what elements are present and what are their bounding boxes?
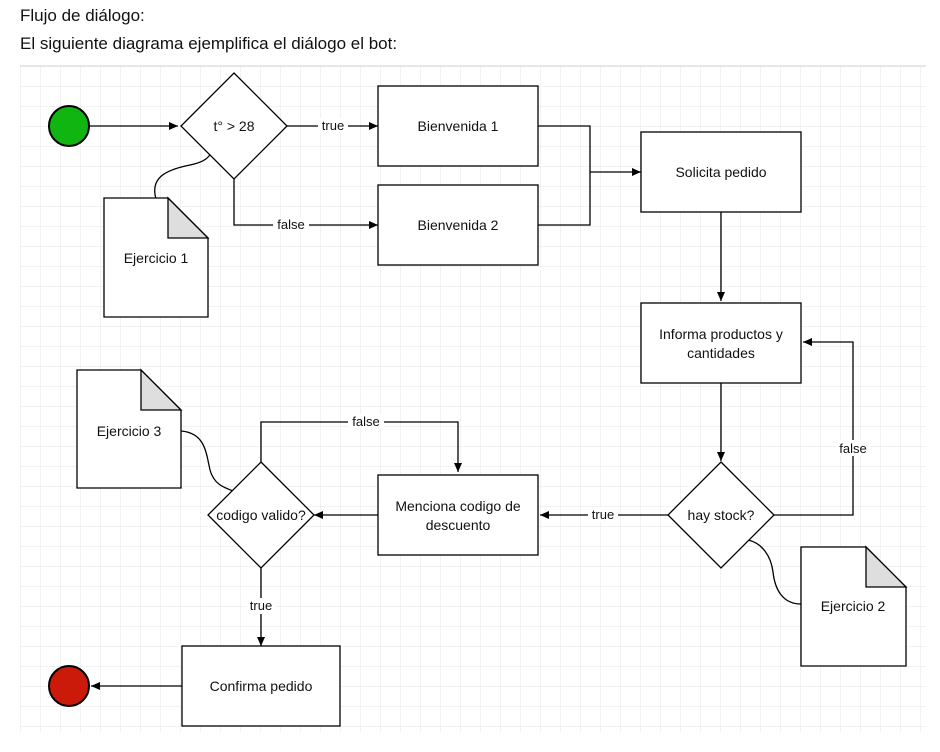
edge-stock-false (774, 338, 854, 516)
box-informa-productos-label-2: cantidades (687, 345, 755, 361)
decision-codigo-label: codigo valido? (216, 507, 306, 523)
box-menciona-codigo-label-1: Menciona codigo de (395, 498, 521, 514)
box-solicita-pedido-label: Solicita pedido (675, 164, 766, 180)
box-menciona-codigo (377, 474, 539, 556)
box-menciona-codigo-label-2: descuento (426, 517, 491, 533)
page-subtitle: El siguiente diagrama ejemplifica el diá… (20, 34, 398, 53)
note-ejercicio-3 (76, 368, 183, 489)
note-link-ej1 (154, 149, 213, 200)
box-solicita-pedido (640, 131, 802, 213)
start-node (48, 105, 90, 147)
box-bienvenida-2 (377, 184, 539, 266)
edge-b1-to-solicita (538, 125, 641, 176)
edge-b2-to-solicita (538, 172, 591, 226)
decision-stock-label: hay stock? (688, 507, 755, 523)
box-bienvenida-1-label: Bienvenida 1 (418, 118, 499, 134)
note-link-ej2 (747, 539, 802, 605)
edge-label-stock-false: false (839, 441, 866, 456)
box-informa-productos-label-1: Informa productos y (659, 326, 783, 342)
edge-label-temp-true: true (322, 118, 344, 133)
decision-temp-label: t° > 28 (213, 118, 254, 134)
edge-label-codigo-false: false (352, 414, 379, 429)
decision-temp (180, 72, 288, 180)
box-bienvenida-1 (377, 85, 539, 167)
decision-codigo (207, 461, 315, 569)
box-informa-productos (640, 302, 802, 384)
page-title: Flujo de diálogo: (20, 6, 145, 25)
edge-label-stock-true: true (592, 507, 614, 522)
decision-stock (667, 461, 775, 569)
end-node (48, 665, 90, 707)
note-ejercicio-3-label: Ejercicio 3 (97, 423, 162, 439)
box-confirma-pedido (181, 645, 341, 727)
edge-temp-false (233, 178, 378, 229)
note-link-ej3 (180, 430, 237, 493)
box-confirma-pedido-label: Confirma pedido (210, 678, 313, 694)
note-ejercicio-2-label: Ejercicio 2 (821, 598, 886, 614)
note-ejercicio-2 (800, 545, 908, 667)
note-ejercicio-1 (103, 196, 210, 318)
box-bienvenida-2-label: Bienvenida 2 (418, 217, 499, 233)
edge-label-codigo-true: true (250, 598, 272, 613)
note-ejercicio-1-label: Ejercicio 1 (124, 250, 189, 266)
edge-label-temp-false: false (277, 217, 304, 232)
